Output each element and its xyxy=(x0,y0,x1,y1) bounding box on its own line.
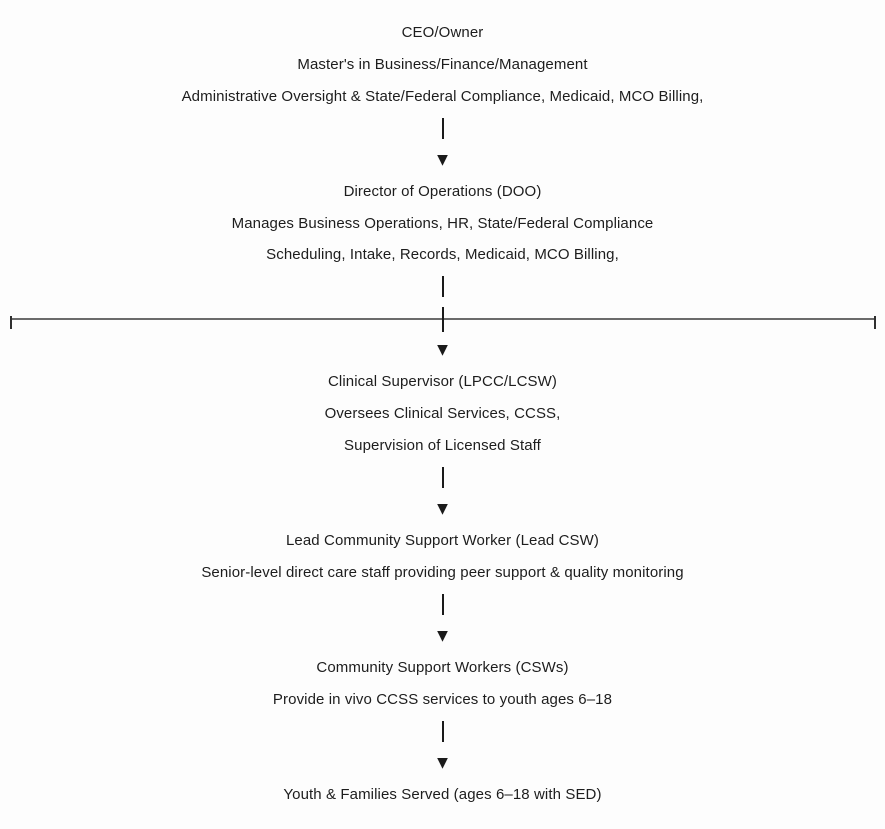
role-description: Manages Business Operations, HR, State/F… xyxy=(231,214,654,232)
level-lead-csw: Lead Community Support Worker (Lead CSW)… xyxy=(0,525,885,589)
vertical-connector-line xyxy=(441,117,444,139)
role-title: Director of Operations (DOO) xyxy=(343,182,542,200)
down-arrow-icon: ▼ xyxy=(437,628,448,645)
role-title: Community Support Workers (CSWs) xyxy=(316,659,569,676)
bracket-left-tick xyxy=(10,315,12,329)
role-title: Lead Community Support Worker (Lead CSW) xyxy=(285,532,599,549)
bracket-center-line xyxy=(441,306,444,332)
level-ceo-owner: CEO/Owner Master's in Business/Finance/M… xyxy=(0,17,885,112)
arrow-row: ▼ xyxy=(0,493,885,525)
level-director-of-operations: Director of Operations (DOO) Manages Bus… xyxy=(0,176,885,271)
role-description: Provide in vivo CCSS services to youth a… xyxy=(272,690,613,708)
down-arrow-icon: ▼ xyxy=(437,151,448,168)
bracket-right-tick xyxy=(874,315,876,329)
down-arrow-icon: ▼ xyxy=(437,501,448,518)
arrow-row: ▼ xyxy=(0,335,885,367)
connector-row xyxy=(0,271,885,303)
connector-row xyxy=(0,589,885,621)
connector-row xyxy=(0,112,885,144)
role-description: Master's in Business/Finance/Management xyxy=(297,55,588,73)
down-arrow-icon: ▼ xyxy=(437,755,448,772)
vertical-connector-line xyxy=(441,593,444,615)
arrow-row: ▼ xyxy=(0,620,885,652)
connector-row xyxy=(0,462,885,494)
vertical-connector-line xyxy=(441,466,444,488)
level-clinical-supervisor: Clinical Supervisor (LPCC/LCSW) Oversees… xyxy=(0,366,885,461)
connector-row xyxy=(0,716,885,748)
role-title: Youth & Families Served (ages 6–18 with … xyxy=(283,786,602,803)
role-description: Administrative Oversight & State/Federal… xyxy=(181,87,704,105)
vertical-connector-line xyxy=(441,720,444,742)
branch-bracket xyxy=(0,303,885,335)
role-description: Supervision of Licensed Staff xyxy=(344,436,541,454)
level-csws: Community Support Workers (CSWs) Provide… xyxy=(0,652,885,716)
arrow-row: ▼ xyxy=(0,747,885,779)
role-description: Senior-level direct care staff providing… xyxy=(201,563,684,581)
role-title: Clinical Supervisor (LPCC/LCSW) xyxy=(328,373,557,391)
vertical-connector-line xyxy=(441,276,444,298)
down-arrow-icon: ▼ xyxy=(437,342,448,359)
role-description: Oversees Clinical Services, CCSS, xyxy=(324,405,561,422)
role-title: CEO/Owner xyxy=(401,24,484,41)
arrow-row: ▼ xyxy=(0,144,885,176)
role-description: Scheduling, Intake, Records, Medicaid, M… xyxy=(266,246,619,264)
level-youth-families: Youth & Families Served (ages 6–18 with … xyxy=(0,779,885,811)
